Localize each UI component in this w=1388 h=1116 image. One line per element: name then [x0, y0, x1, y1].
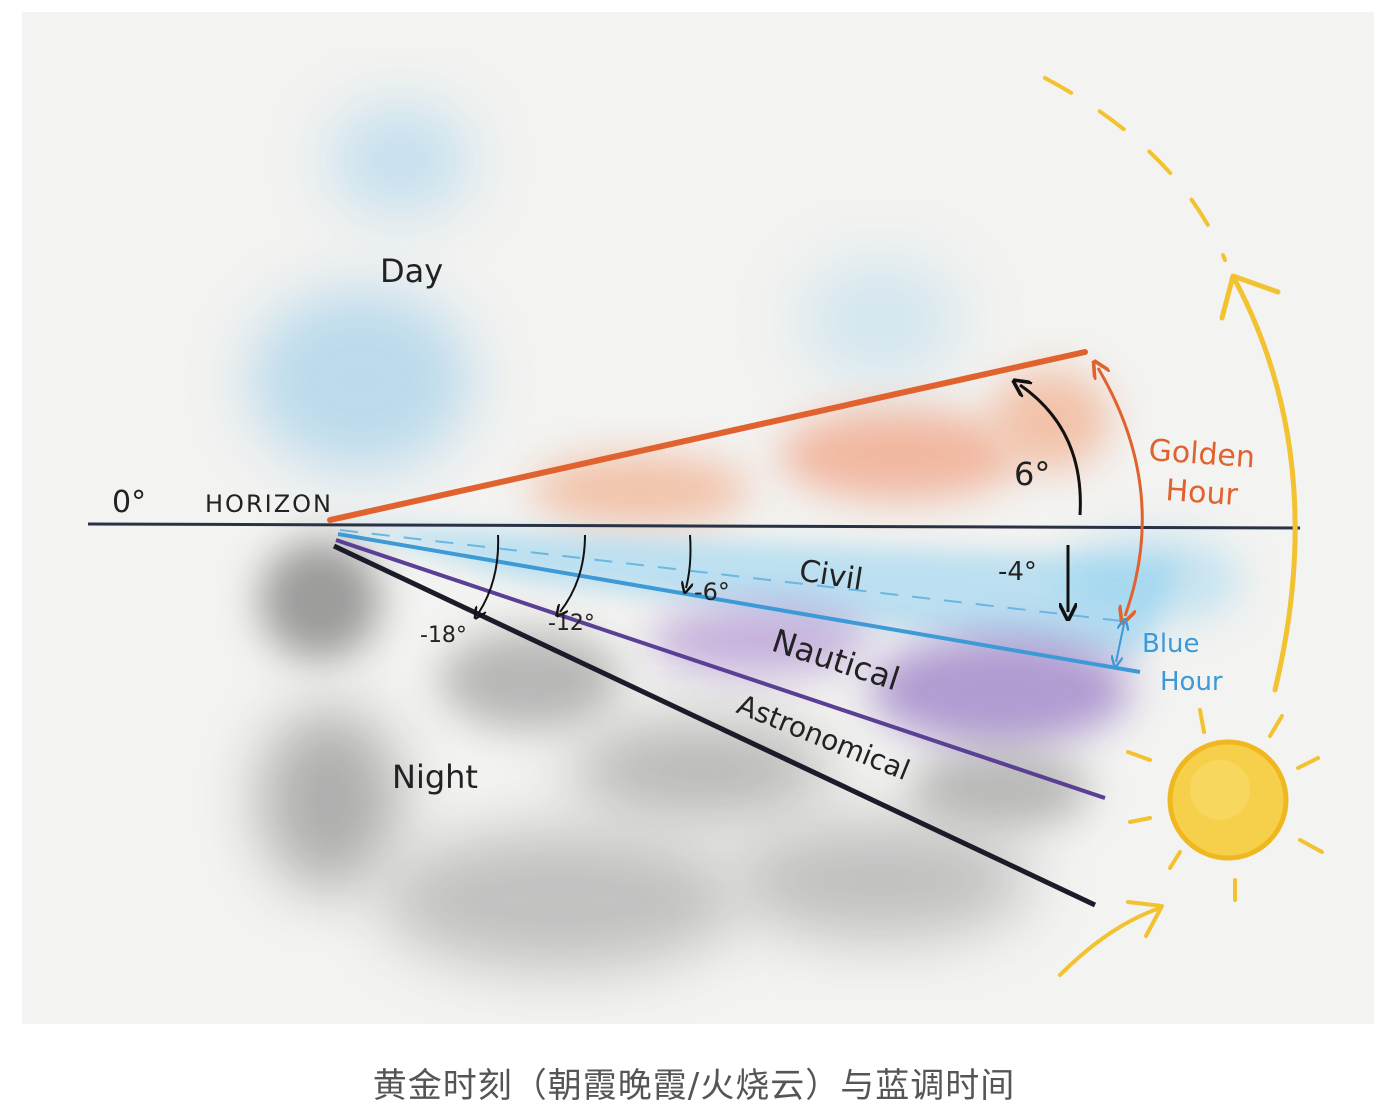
figure-caption: 黄金时刻（朝霞晚霞/火烧云）与蓝调时间	[372, 1066, 1016, 1106]
sun-path-dashed-arc	[1043, 76, 1227, 262]
minus-four-degree-label: -4°	[998, 557, 1037, 587]
day-label: Day	[380, 252, 443, 290]
night-label: Night	[392, 758, 478, 796]
six-degree-label: 6°	[1014, 455, 1050, 493]
golden-hour-label-line2: Hour	[1164, 473, 1239, 513]
nautical-wash	[650, 605, 1130, 745]
blue-hour-bracket	[1116, 624, 1124, 662]
golden-hour-bracket	[1098, 368, 1144, 616]
minus-twelve-degree-label: -12°	[548, 611, 595, 636]
civil-line	[337, 532, 1141, 674]
nautical-line	[335, 538, 1106, 800]
sun-rising-arrowhead	[1219, 273, 1281, 321]
arrow-minus-twelve	[560, 534, 586, 612]
golden-hour-label-line1: Golden	[1147, 433, 1256, 475]
arrow-minus-six	[686, 534, 691, 588]
blue-hour-label-line1: Blue	[1142, 629, 1200, 659]
sun-rising-arrow	[1232, 277, 1298, 693]
sun-lower-arrowhead	[1126, 900, 1164, 938]
zero-degree-label: 0°	[112, 485, 146, 520]
sun-lower-arrow	[1058, 906, 1162, 977]
horizon-label: HORIZON	[205, 490, 333, 518]
blue-hour-label-line2: Hour	[1160, 667, 1223, 697]
minus-four-dashed-line	[339, 529, 1131, 623]
sun-icon	[1126, 708, 1324, 902]
golden-hour-line	[327, 349, 1088, 523]
night-wash	[260, 540, 1090, 970]
minus-eighteen-degree-label: -18°	[420, 623, 467, 648]
astronomical-line	[332, 543, 1097, 908]
arrow-six-degree	[1020, 385, 1082, 516]
minus-six-degree-label: -6°	[694, 578, 730, 606]
civil-wash	[340, 525, 1180, 660]
arrow-minus-eighteen	[478, 534, 500, 614]
